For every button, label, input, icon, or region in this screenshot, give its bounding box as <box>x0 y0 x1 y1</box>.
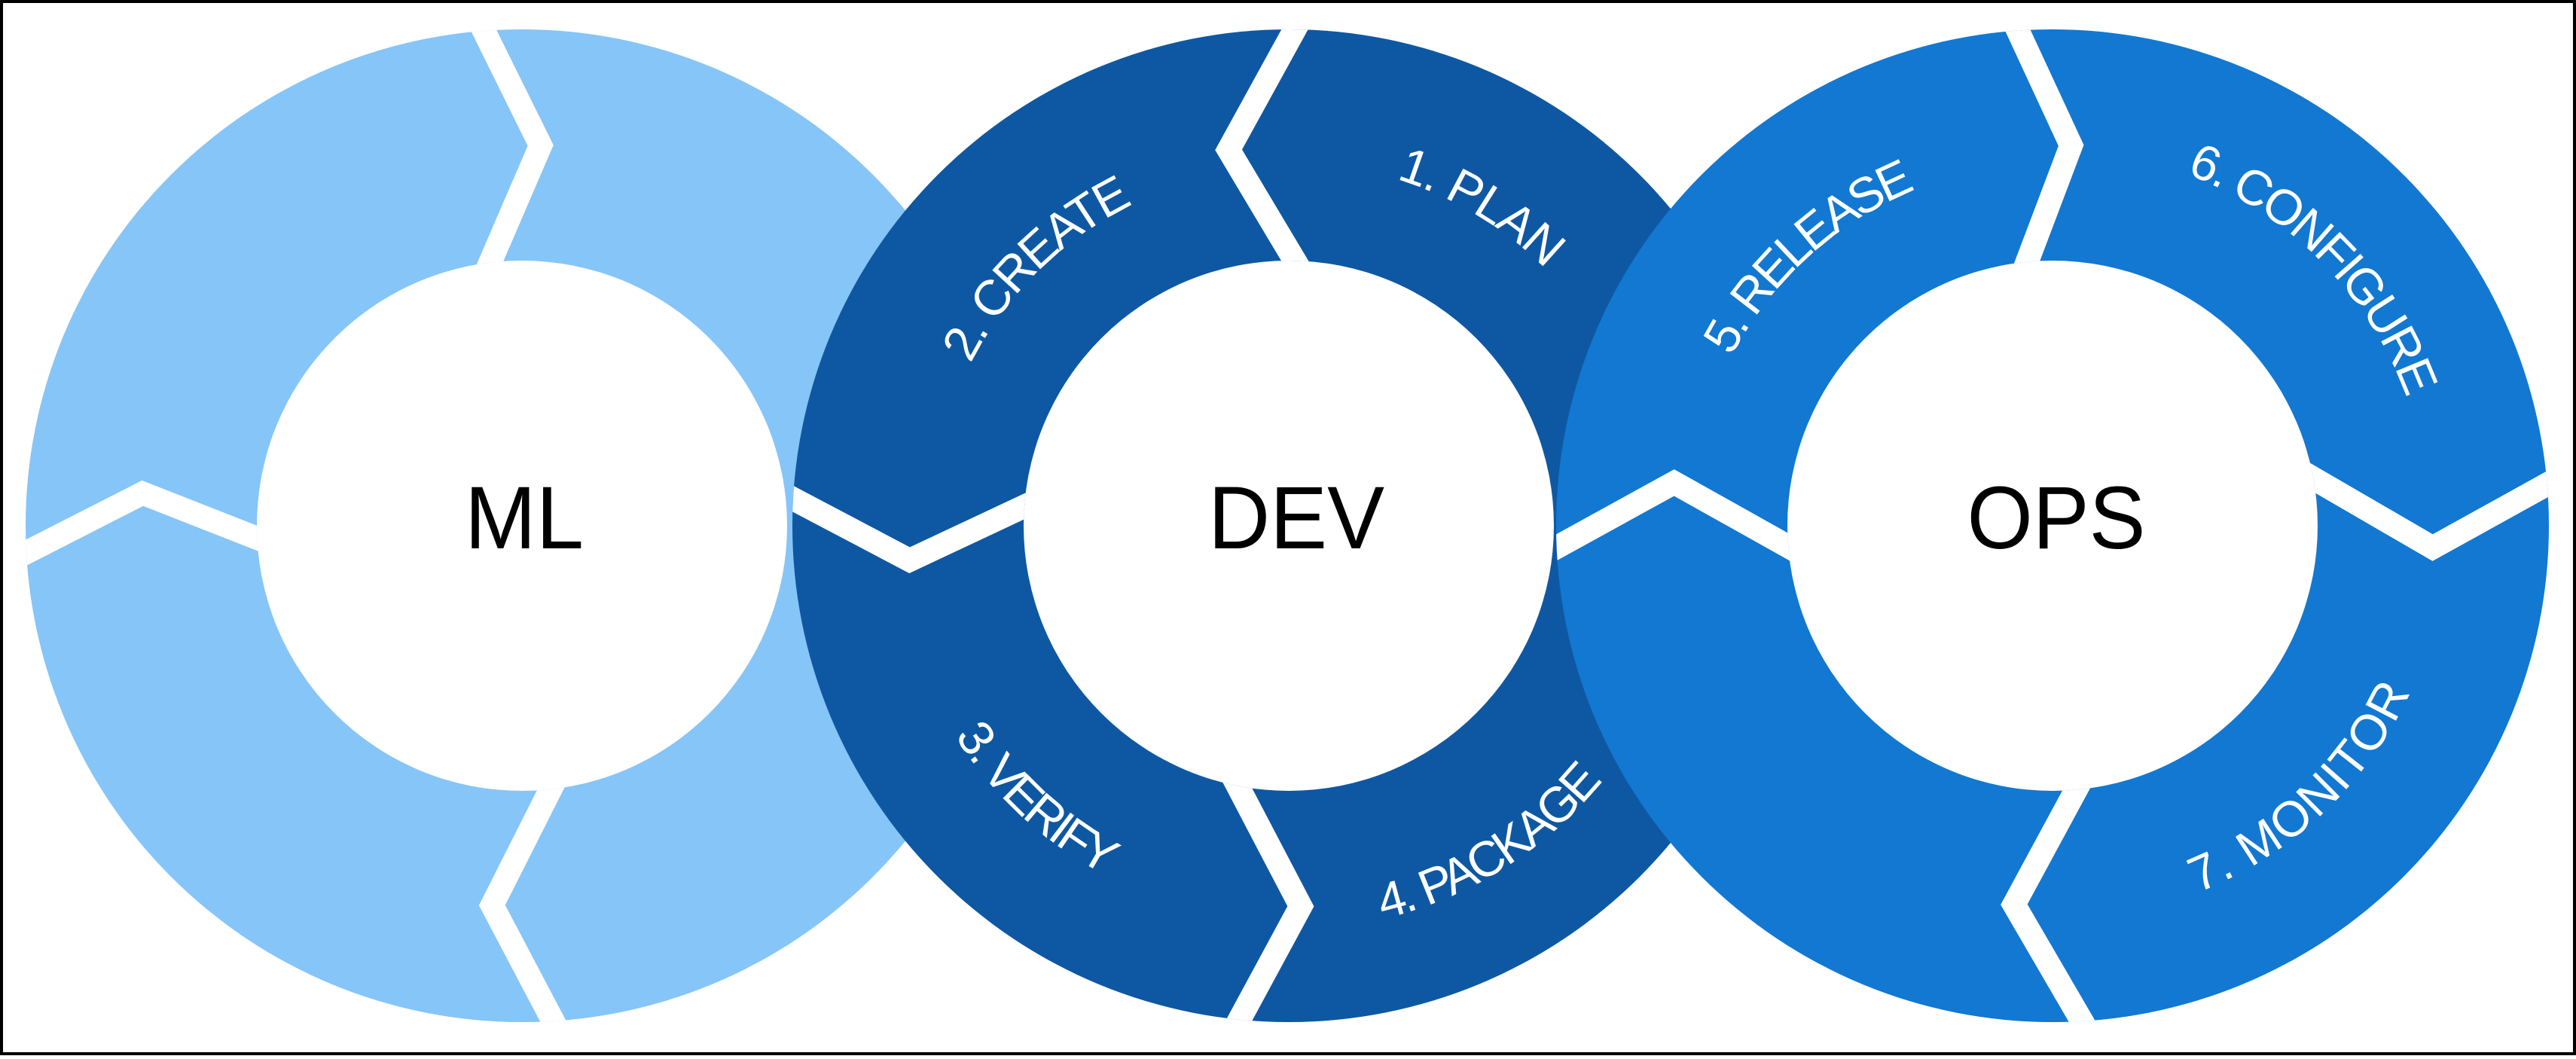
svg-text:ML: ML <box>465 468 584 568</box>
svg-text:OPS: OPS <box>1967 468 2146 568</box>
svg-text:DEV: DEV <box>1208 468 1384 568</box>
